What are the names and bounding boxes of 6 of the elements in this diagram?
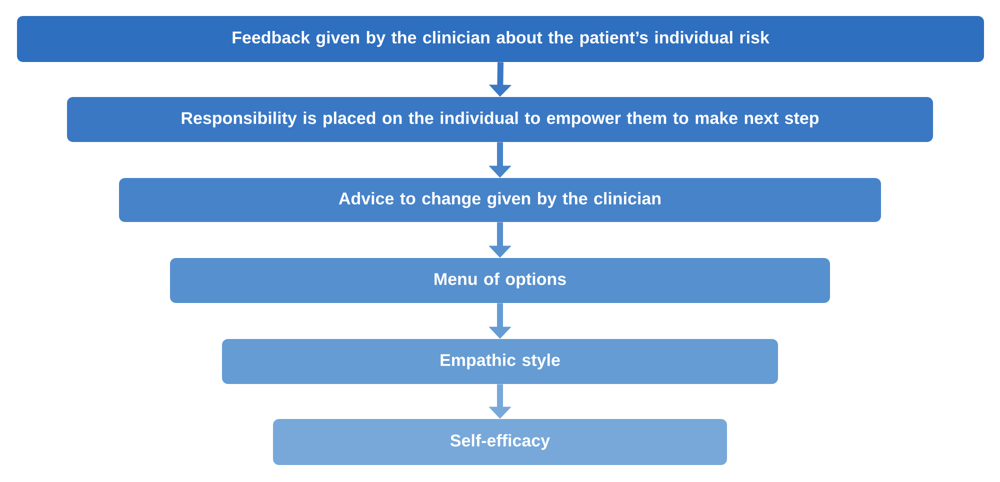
process-box: Advice to change given by the clinician bbox=[119, 178, 881, 222]
process-box: Empathic style bbox=[222, 339, 778, 384]
process-box: Menu of options bbox=[170, 258, 830, 303]
process-box: Self-efficacy bbox=[273, 419, 727, 465]
process-box: Responsibility is placed on the individual to empower them to make next step bbox=[67, 97, 934, 142]
process-box: Feedback given by the clinician about the patient’s individual risk bbox=[17, 16, 984, 62]
